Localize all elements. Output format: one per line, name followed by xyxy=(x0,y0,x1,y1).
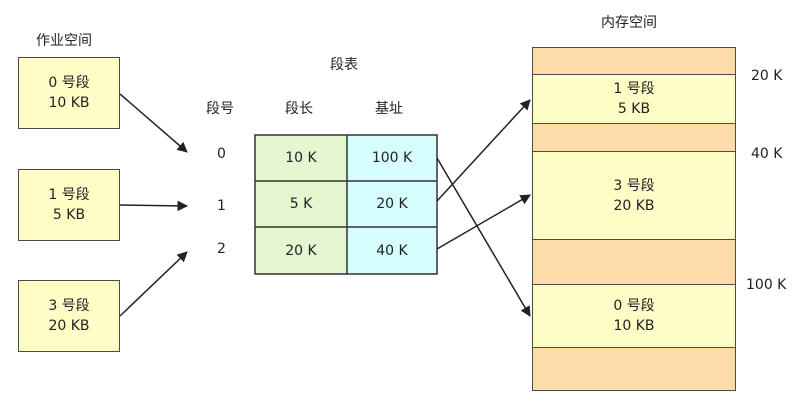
arrow-job-to-seg-0 xyxy=(119,93,188,153)
job-segment-name: 1 号段 xyxy=(48,187,90,203)
memory-block-name: 0 号段 xyxy=(613,298,655,314)
base-cell-0: 100 K xyxy=(347,135,437,181)
segment-table-grid xyxy=(254,134,438,275)
arrow-base-to-memory-40k xyxy=(436,194,531,250)
memory-block-segment-0: 0 号段 10 KB xyxy=(532,284,736,348)
job-space-title: 作业空间 xyxy=(36,33,92,49)
base-cell-2: 40 K xyxy=(347,227,437,274)
arrow-base-to-memory-100k xyxy=(436,157,531,317)
seg-no-2: 2 xyxy=(217,241,226,257)
arrow-job-to-seg-1 xyxy=(119,200,189,212)
memory-free-block xyxy=(532,347,736,391)
length-cell-2: 20 K xyxy=(255,227,347,274)
address-label-40k: 40 K xyxy=(751,146,783,162)
job-segment-size: 20 KB xyxy=(48,318,90,334)
memory-block-size: 20 KB xyxy=(613,197,655,214)
header-length: 段长 xyxy=(285,101,313,117)
header-seg-no: 段号 xyxy=(206,101,234,117)
arrow-job-to-seg-2 xyxy=(119,251,188,317)
memory-free-block xyxy=(532,47,736,75)
length-cell-1: 5 K xyxy=(255,181,347,227)
length-cell-0: 10 K xyxy=(255,135,347,181)
header-base: 基址 xyxy=(375,101,403,117)
address-label-20k: 20 K xyxy=(751,68,783,84)
memory-block-size: 5 KB xyxy=(617,101,651,117)
memory-title: 内存空间 xyxy=(601,15,657,31)
arrow-base-to-memory-20k xyxy=(436,99,531,202)
job-segment-name: 3 号段 xyxy=(48,298,90,314)
memory-block-name: 3 号段 xyxy=(613,177,655,194)
job-segment-name: 0 号段 xyxy=(48,75,90,91)
job-segment-size: 5 KB xyxy=(52,207,86,223)
memory-block-segment-3: 3 号段 20 KB xyxy=(532,151,736,240)
seg-no-1: 1 xyxy=(217,198,226,214)
job-segment-1: 1 号段 5 KB xyxy=(18,169,120,241)
seg-no-0: 0 xyxy=(217,146,226,162)
job-segment-0: 0 号段 10 KB xyxy=(18,57,120,129)
address-label-100k: 100 K xyxy=(746,277,787,293)
memory-block-size: 10 KB xyxy=(613,318,655,334)
job-segment-2: 3 号段 20 KB xyxy=(18,280,120,352)
segment-table-title: 段表 xyxy=(330,57,358,73)
base-cell-1: 20 K xyxy=(347,181,437,227)
job-segment-size: 10 KB xyxy=(48,95,90,111)
memory-block-name: 1 号段 xyxy=(613,81,655,97)
